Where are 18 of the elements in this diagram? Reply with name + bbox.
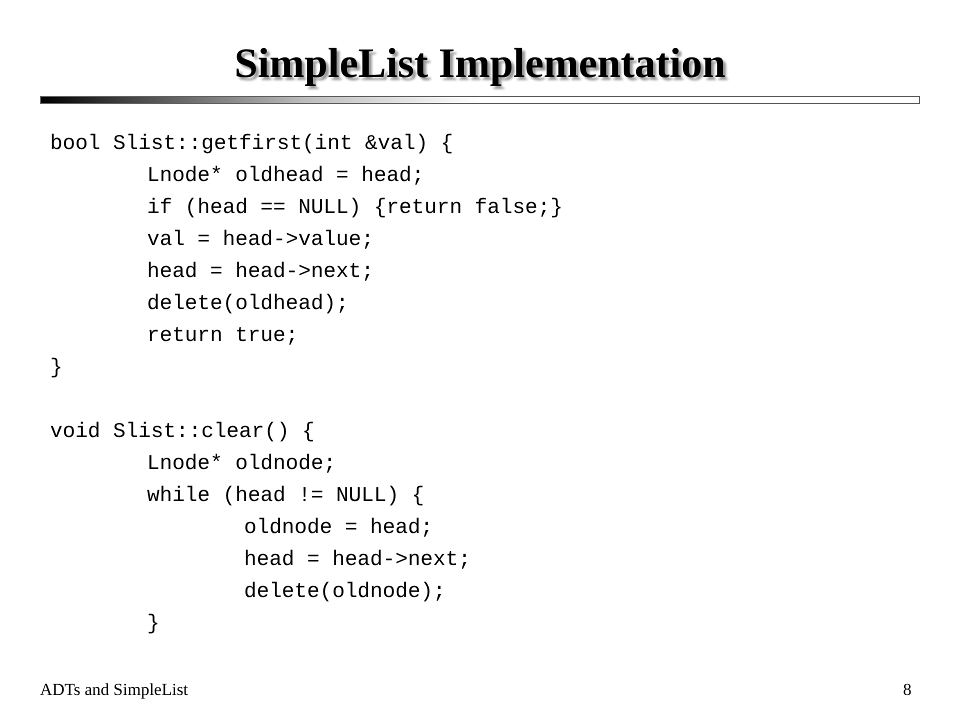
code-line: void Slist::clear() { (50, 420, 315, 446)
slide-title: SimpleList Implementation (233, 40, 727, 88)
code-line: Lnode* oldhead = head; (147, 164, 424, 190)
code-line: return true; (147, 324, 298, 350)
code-line: delete(oldhead); (147, 292, 349, 318)
code-line: if (head == NULL) {return false;} (147, 196, 563, 222)
page-number: 8 (903, 680, 912, 700)
code-line: head = head->next; (244, 548, 471, 574)
code-line: Lnode* oldnode; (147, 452, 336, 478)
code-line: while (head != NULL) { (147, 484, 424, 510)
code-line: head = head->next; (147, 260, 374, 286)
code-line: bool Slist::getfirst(int &val) { (50, 132, 454, 158)
code-line: oldnode = head; (244, 516, 434, 542)
code-line: } (147, 612, 160, 638)
footer-text: ADTs and SimpleList (40, 680, 188, 700)
code-line: val = head->value; (147, 228, 374, 254)
code-line: delete(oldnode); (244, 580, 446, 606)
code-line: } (50, 356, 63, 382)
